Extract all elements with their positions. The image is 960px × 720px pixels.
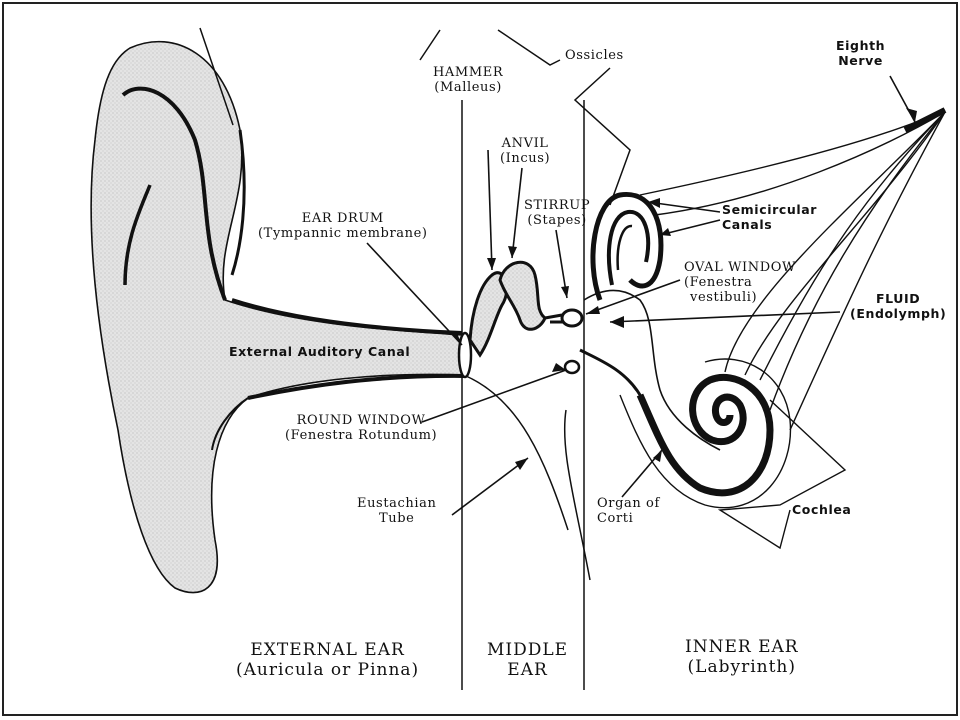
fluid-line-2: (Endolymph)	[850, 306, 947, 321]
nerve-fiber-6	[744, 111, 946, 376]
anvil-line-1: ANVIL	[501, 136, 549, 151]
temporal-bone-outline	[199, 27, 234, 126]
hammer-line-2: (Malleus)	[434, 80, 502, 95]
inner-ear-line-2: (Labyrinth)	[687, 657, 797, 677]
section-external-ear: EXTERNAL EAR (Auricula or Pinna)	[236, 640, 419, 680]
label-fluid: FLUID (Endolymph)	[850, 291, 946, 321]
nerve-fiber-5	[789, 111, 946, 431]
organ-corti-line-2: Corti	[597, 511, 634, 526]
round-window-line-2: (Fenestra Rotundum)	[285, 428, 438, 443]
ossicles-bracket	[419, 29, 631, 206]
round-window-line-1: ROUND WINDOW	[296, 413, 426, 428]
oval-window-line-2: (Fenestra	[684, 275, 753, 290]
external-ear-line-2: (Auricula or Pinna)	[236, 660, 420, 680]
nerve-fiber-3	[759, 111, 946, 381]
anvil-bone	[498, 260, 547, 331]
semicircular-canal-outer	[590, 191, 664, 301]
pinna-inner-fold	[123, 184, 152, 286]
external-ear-line-1: EXTERNAL EAR	[250, 640, 405, 660]
pinna-shape	[90, 40, 467, 594]
ossicles-text: Ossicles	[565, 48, 624, 63]
organ-corti-line-1: Organ of	[597, 496, 660, 511]
label-eighth-nerve: Eighth Nerve	[836, 38, 885, 68]
label-round-window: ROUND WINDOW (Fenestra Rotundum)	[285, 413, 437, 443]
label-ossicles: Ossicles	[565, 48, 624, 63]
nerve-fiber-2	[654, 111, 946, 216]
nerve-trunk	[903, 107, 947, 133]
semicircular-canal-inner	[606, 209, 651, 286]
leader-lines	[366, 75, 916, 516]
stirrup-line-1: STIRRUP	[524, 198, 591, 213]
middle-ear-line-1: MIDDLE	[487, 640, 569, 660]
eighth-nerve-line-1: Eighth	[836, 38, 886, 53]
nerve-fiber-7	[724, 111, 946, 373]
hammer-line-1: HAMMER	[433, 65, 504, 80]
label-organ-corti: Organ of Corti	[597, 496, 660, 526]
fluid-line-1: FLUID	[876, 291, 921, 306]
ear-drum-line-2: (Tympannic membrane)	[258, 226, 428, 241]
label-external-canal: External Auditory Canal	[229, 344, 410, 359]
label-cochlea: Cochlea	[792, 502, 851, 517]
middle-ear-line-2: EAR	[507, 660, 548, 680]
semicircular-line-2: Canals	[722, 217, 773, 232]
oval-window-shape	[560, 308, 584, 328]
cochlea-text: Cochlea	[792, 502, 852, 517]
label-hammer: HAMMER (Malleus)	[433, 65, 503, 95]
semicircular-line-1: Semicircular	[722, 202, 818, 217]
pinna-back-line	[230, 129, 246, 276]
label-anvil: ANVIL (Incus)	[500, 136, 550, 166]
stirrup-line-2: (Stapes)	[527, 213, 587, 228]
label-oval-window: OVAL WINDOW (Fenestra vestibuli)	[684, 260, 796, 305]
eustachian-line-1: Eustachian	[357, 496, 437, 511]
cochlea-bracket	[717, 399, 847, 550]
eustachian-line-2: Tube	[378, 511, 415, 526]
anvil-line-2: (Incus)	[500, 151, 551, 166]
section-inner-ear: INNER EAR (Labyrinth)	[685, 637, 799, 677]
ear-canal-top	[231, 298, 463, 335]
nerve-fiber-4	[769, 111, 946, 411]
label-semicircular: Semicircular Canals	[722, 202, 817, 232]
ear-drum-line-1: EAR DRUM	[301, 211, 384, 226]
semicircular-canal-small	[616, 224, 633, 271]
oval-window-line-3: vestibuli)	[690, 290, 758, 305]
pinna-lobe-line	[211, 397, 249, 451]
vestibule	[583, 289, 721, 451]
label-eustachian: Eustachian Tube	[357, 496, 436, 526]
cochlea-tube	[636, 373, 774, 497]
eighth-nerve-line-2: Nerve	[838, 53, 883, 68]
label-ear-drum: EAR DRUM (Tympannic membrane)	[258, 211, 428, 241]
ear-canal-bottom	[247, 373, 467, 400]
oval-window-line-1: OVAL WINDOW	[684, 260, 797, 275]
section-middle-ear: MIDDLE EAR	[487, 640, 568, 680]
label-stirrup: STIRRUP (Stapes)	[524, 198, 590, 228]
middle-ear-lower	[563, 409, 591, 581]
middle-ear-floor	[465, 375, 569, 531]
arrow-heads	[451, 108, 917, 470]
inner-ear-line-1: INNER EAR	[685, 637, 799, 657]
round-window-shape	[563, 359, 581, 375]
external-canal-text: External Auditory Canal	[229, 344, 411, 359]
pinna-fold	[121, 86, 227, 301]
